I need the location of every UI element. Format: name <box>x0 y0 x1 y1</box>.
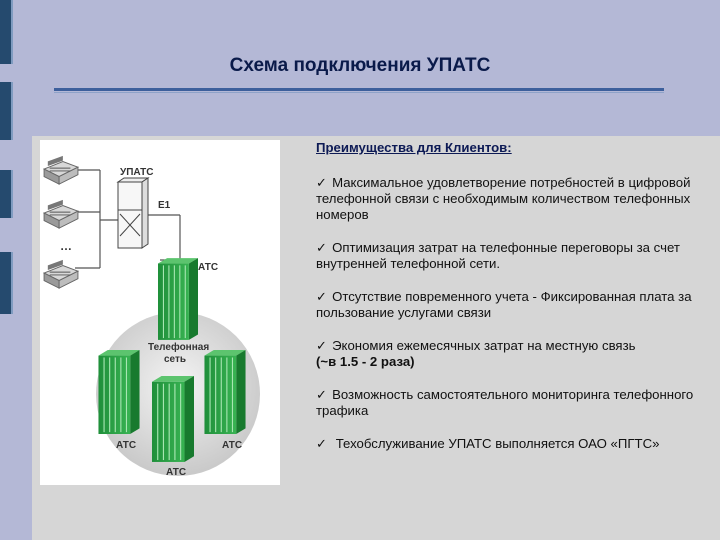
decor-bar <box>0 82 13 140</box>
ats-label: АТС <box>198 262 218 273</box>
decor-bar <box>0 170 13 218</box>
benefit-text: Техобслуживание УПАТС выполняется ОАО «П… <box>332 436 660 451</box>
title-underline <box>54 88 664 91</box>
title-underline-thin <box>54 92 664 93</box>
benefit-item: ✓Максимальное удовлетворение потребносте… <box>316 175 701 223</box>
benefit-item: ✓ Техобслуживание УПАТС выполняется ОАО … <box>316 436 701 452</box>
check-icon: ✓ <box>316 289 328 304</box>
check-icon: ✓ <box>316 338 328 353</box>
check-icon: ✓ <box>316 436 328 451</box>
dots-label: … <box>60 239 72 253</box>
benefits-list: Преимущества для Клиентов: ✓Максимальное… <box>316 140 701 469</box>
ats-label: АТС <box>166 467 186 478</box>
decor-bar <box>0 0 13 64</box>
check-icon: ✓ <box>316 240 328 255</box>
decor-bar <box>0 252 13 314</box>
network-label-line2: сеть <box>164 354 186 365</box>
benefit-text: Оптимизация затрат на телефонные перегов… <box>316 240 680 271</box>
upats-cabinet-icon <box>116 177 150 249</box>
network-diagram: … УПАТС E1 АТС АТС АТС АТС Телефонная се… <box>40 140 280 485</box>
check-icon: ✓ <box>316 387 328 402</box>
check-icon: ✓ <box>316 175 328 190</box>
benefit-text: Экономия ежемесячных затрат на местную с… <box>332 338 636 353</box>
benefit-item: ✓Возможность самостоятельного мониторинг… <box>316 387 701 419</box>
ats-label: АТС <box>222 440 242 451</box>
benefits-heading: Преимущества для Клиентов: <box>316 140 512 155</box>
phone-icon <box>43 155 79 185</box>
e1-label: E1 <box>158 200 171 211</box>
phone-icon <box>43 259 79 289</box>
benefit-item: ✓Отсутствие повременного учета - Фиксиро… <box>316 289 701 321</box>
benefit-item: ✓ Экономия ежемесячных затрат на местную … <box>316 338 701 370</box>
upats-label: УПАТС <box>120 167 153 178</box>
left-decoration <box>0 0 18 540</box>
ats-cabinet-icon <box>204 350 246 434</box>
ats-cabinet-icon <box>152 376 194 462</box>
benefit-text: Максимальное удовлетворение потребностей… <box>316 175 691 222</box>
benefit-item: ✓Оптимизация затрат на телефонные перего… <box>316 240 701 272</box>
benefit-text: Отсутствие повременного учета - Фиксиров… <box>316 289 692 320</box>
ats-cabinet-icon <box>98 350 140 434</box>
ats-label: АТС <box>116 440 136 451</box>
ats-cabinet-icon <box>158 258 198 340</box>
benefit-text-bold: (~в 1.5 - 2 раза) <box>316 354 415 369</box>
slide-title: Схема подключения УПАТС <box>229 55 491 76</box>
network-label-line1: Телефонная <box>148 341 209 353</box>
benefit-text: Возможность самостоятельного мониторинга… <box>316 387 694 418</box>
phone-icon <box>43 199 79 229</box>
